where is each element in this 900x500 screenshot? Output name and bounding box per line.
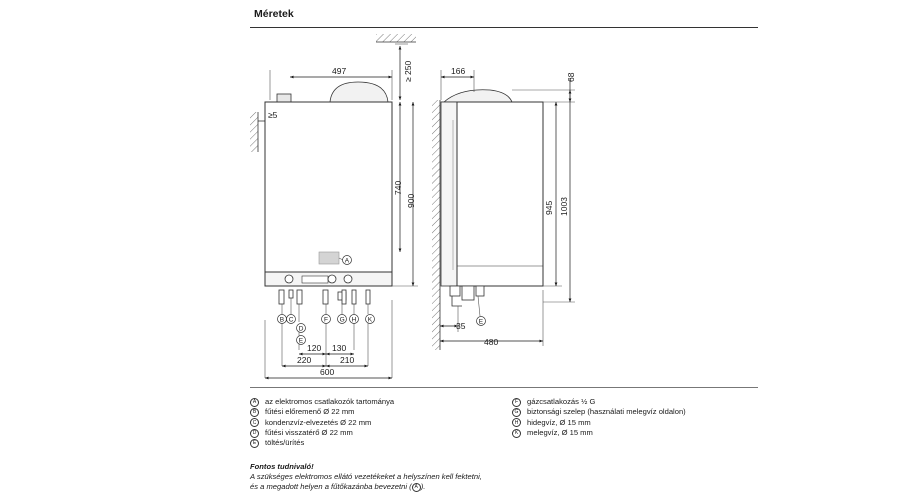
callout-E-side: E [476, 316, 486, 326]
legend-key: C [250, 418, 259, 428]
side-view: 166 68 945 1003 35 480 E [432, 66, 576, 350]
dim-740: 740 [393, 181, 403, 195]
note-line-2: és a megadott helyen a fűtőkazánba bevez… [250, 482, 425, 492]
dimension-drawing: 497 ≥ 250 ≥5 740 900 120 [250, 34, 576, 380]
side-front-panel [456, 101, 544, 287]
dim-220: 220 [297, 355, 311, 365]
callout-F: F [321, 314, 331, 324]
dim-35: 35 [456, 321, 466, 331]
front-top-cover [329, 81, 389, 103]
svg-text:K: K [368, 316, 373, 323]
callout-D: D [296, 323, 306, 333]
dim-210: 210 [340, 355, 354, 365]
side-connection-pipes [449, 285, 485, 307]
callout-A: A [342, 255, 352, 265]
svg-text:G: G [340, 316, 345, 323]
legend-text: kondenzvíz-elvezetés Ø 22 mm [265, 417, 372, 427]
ceiling-hatch [376, 34, 416, 42]
svg-text:D: D [299, 325, 304, 332]
svg-text:F: F [324, 316, 328, 323]
dim-600: 600 [320, 367, 334, 377]
dim-1003: 1003 [559, 197, 569, 216]
callout-E-front: E [296, 335, 306, 345]
note-line-1: A szükséges elektromos ellátó vezetékeke… [250, 472, 482, 481]
dim-945: 945 [544, 201, 554, 215]
note-callout-A: A [411, 482, 421, 492]
svg-text:E: E [479, 318, 484, 325]
legend-key: F [512, 397, 521, 407]
side-top-cover [442, 89, 513, 103]
legend-text: az elektromos csatlakozók tartománya [265, 397, 395, 406]
legend-key: B [250, 407, 259, 417]
dim-480: 480 [484, 337, 498, 347]
callout-K: K [365, 314, 375, 324]
dim-side-clearance: ≥5 [268, 110, 278, 120]
note-title: Fontos tudnivaló! [250, 462, 314, 471]
legend-text: gázcsatlakozás ½ G [527, 397, 596, 406]
svg-text:B: B [280, 316, 284, 323]
callout-B: B [277, 314, 287, 324]
svg-text:A: A [345, 257, 350, 264]
dim-120: 120 [307, 343, 321, 353]
title-divider [250, 27, 758, 28]
callout-C: C [286, 314, 296, 324]
front-electrical-zone [318, 251, 340, 265]
legend-text: fűtési visszatérő Ø 22 mm [265, 427, 353, 437]
front-connection-pipes [278, 289, 371, 305]
dim-900: 900 [406, 194, 416, 208]
dim-130: 130 [332, 343, 346, 353]
legend-text: hidegvíz, Ø 15 mm [527, 417, 591, 427]
legend-key: K [512, 428, 521, 438]
svg-text:H: H [352, 316, 357, 323]
legend-key: E [250, 438, 259, 448]
front-wall-hatch [250, 112, 258, 152]
legend-key: G [512, 407, 521, 417]
callout-G: G [337, 314, 347, 324]
dim-top-clearance: ≥ 250 [403, 61, 413, 82]
front-body [264, 101, 393, 273]
legend-text: biztonsági szelep (használati melegvíz o… [527, 407, 686, 417]
dim-497: 497 [332, 66, 346, 76]
front-view: 497 ≥ 250 ≥5 740 900 120 [250, 34, 418, 380]
legend-text: töltés/ürítés [265, 438, 305, 448]
page-title: Méretek [254, 8, 294, 20]
legend-divider [250, 387, 758, 388]
dim-166: 166 [451, 66, 465, 76]
legend-text: fűtési előremenő Ø 22 mm [265, 407, 355, 417]
dim-68: 68 [566, 72, 576, 82]
legend-key: A [250, 397, 259, 407]
note-line-2-text: és a megadott helyen a fűtőkazánba bevez… [250, 482, 412, 491]
legend-key: H [512, 418, 521, 428]
callout-H: H [349, 314, 359, 324]
side-body [440, 101, 458, 287]
note-line-2-end: ). [420, 482, 426, 491]
svg-text:C: C [289, 316, 294, 323]
legend-text: melegvíz, Ø 15 mm [527, 427, 593, 437]
svg-text:E: E [299, 337, 304, 344]
legend-key: D [250, 428, 259, 438]
side-wall-hatch [432, 100, 440, 350]
